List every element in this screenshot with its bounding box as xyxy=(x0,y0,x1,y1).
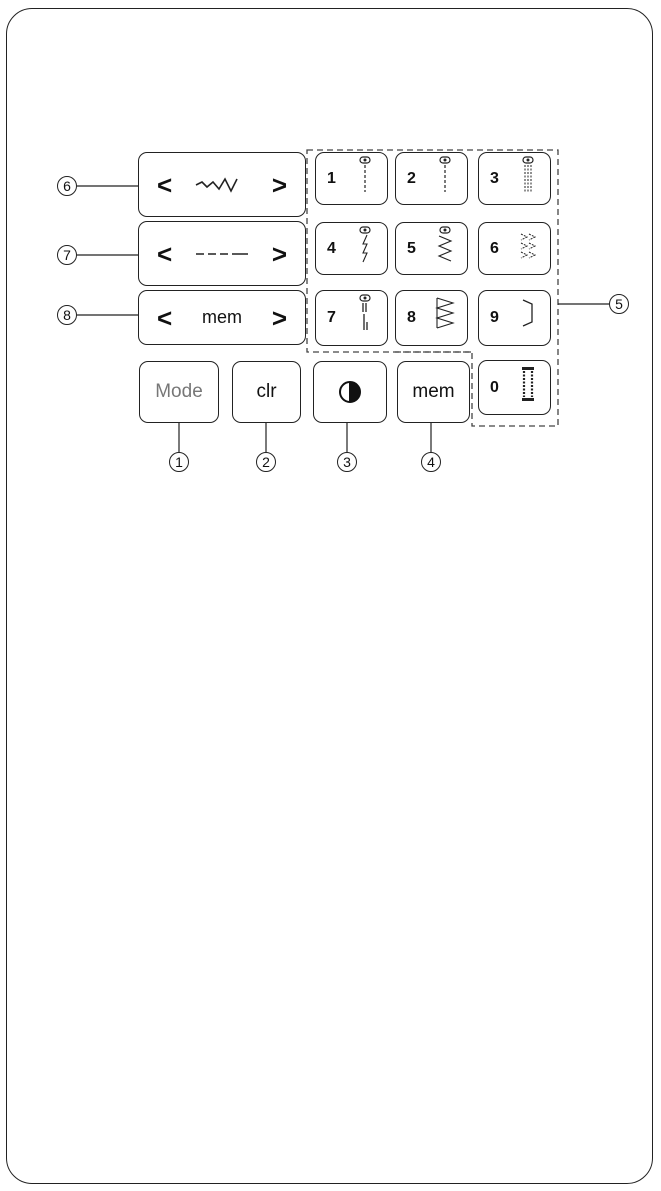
page-frame xyxy=(6,8,653,1184)
twin-needle-button[interactable] xyxy=(313,361,387,423)
pattern-key-8[interactable]: 8 xyxy=(395,290,468,346)
lightning-stitch-icon xyxy=(359,294,371,330)
zigzag-stitch-icon xyxy=(437,226,453,262)
chevron-right-icon[interactable]: > xyxy=(271,169,287,200)
triple-stretch-stitch-icon xyxy=(522,156,534,192)
chevron-right-icon[interactable]: > xyxy=(271,302,287,333)
pattern-number: 9 xyxy=(490,309,499,326)
clear-button[interactable]: clr xyxy=(232,361,301,423)
straight-left-stitch-icon xyxy=(359,156,371,192)
chevron-right-icon[interactable]: > xyxy=(271,238,287,269)
mode-button[interactable]: Mode xyxy=(139,361,219,423)
memory-label: mem xyxy=(202,307,242,327)
blind-hem-stitch-icon xyxy=(522,299,533,327)
pattern-number: 6 xyxy=(490,239,499,257)
chevron-left-icon[interactable]: < xyxy=(157,169,173,200)
pattern-number: 2 xyxy=(407,169,416,187)
dashed-length-icon xyxy=(196,252,248,255)
pattern-key-1[interactable]: 1 xyxy=(315,152,388,205)
twin-needle-icon xyxy=(339,381,361,403)
pattern-group-outline xyxy=(306,149,559,427)
pattern-number: 1 xyxy=(327,169,336,187)
stitch-length-button[interactable]: < > xyxy=(138,221,306,286)
memory-button[interactable]: mem xyxy=(397,361,470,423)
pattern-number: 3 xyxy=(490,169,499,187)
callout-5: 5 xyxy=(609,294,629,314)
pattern-key-0[interactable]: 0 xyxy=(478,360,551,415)
pattern-key-6[interactable]: 6 xyxy=(478,222,551,275)
pattern-number: 5 xyxy=(407,239,416,257)
pattern-number: 0 xyxy=(490,378,499,396)
pattern-key-9[interactable]: 9 xyxy=(478,290,551,346)
memory-scroll-button[interactable]: < mem > xyxy=(138,290,306,345)
multi-zigzag-stitch-icon xyxy=(435,297,455,329)
memory-button-label: mem xyxy=(412,381,455,402)
pattern-key-5[interactable]: 5 xyxy=(395,222,468,275)
stretch-stitch-icon xyxy=(359,226,371,263)
stitch-width-button[interactable]: < > xyxy=(138,152,306,217)
pattern-key-7[interactable]: 7 xyxy=(315,290,388,346)
straight-center-stitch-icon xyxy=(439,156,451,192)
mode-label: Mode xyxy=(155,381,203,402)
callout-7: 7 xyxy=(57,245,77,265)
chevron-left-icon[interactable]: < xyxy=(157,302,173,333)
pattern-number: 8 xyxy=(407,309,416,326)
overcast-stitch-icon xyxy=(520,233,537,259)
buttonhole-icon xyxy=(522,367,534,401)
clear-label: clr xyxy=(256,381,277,402)
zigzag-width-icon xyxy=(195,176,238,193)
pattern-key-4[interactable]: 4 xyxy=(315,222,388,275)
callout-3: 3 xyxy=(337,452,357,472)
callout-2: 2 xyxy=(256,452,276,472)
callout-6: 6 xyxy=(57,176,77,196)
pattern-number: 7 xyxy=(327,309,336,326)
callout-8: 8 xyxy=(57,305,77,325)
callout-1: 1 xyxy=(169,452,189,472)
pattern-key-2[interactable]: 2 xyxy=(395,152,468,205)
callout-4: 4 xyxy=(421,452,441,472)
chevron-left-icon[interactable]: < xyxy=(157,238,173,269)
pattern-key-3[interactable]: 3 xyxy=(478,152,551,205)
pattern-number: 4 xyxy=(327,239,336,257)
